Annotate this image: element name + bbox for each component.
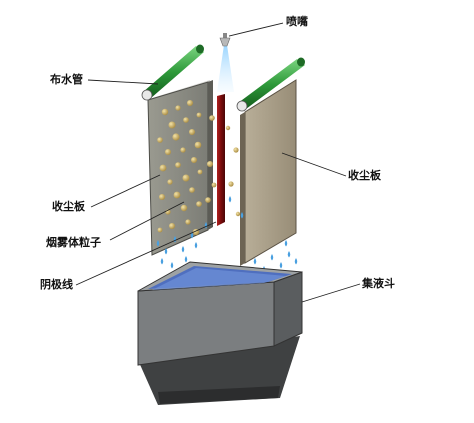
smoke-particle [194, 141, 202, 149]
smoke-particle [211, 182, 217, 188]
smoke-particle [228, 181, 234, 187]
smoke-particle [189, 129, 195, 135]
smoke-particle [187, 100, 193, 106]
label-water-pipe: 布水管 [50, 73, 83, 86]
water-droplet [284, 240, 288, 247]
label-collection-hopper: 集液斗 [362, 277, 395, 290]
smoke-particle [225, 125, 231, 131]
water-droplet [194, 242, 198, 249]
water-droplet [190, 232, 194, 239]
water-droplet [164, 248, 168, 255]
water-droplet [270, 254, 274, 261]
smoke-particle [157, 137, 163, 143]
smoke-particle [168, 121, 176, 129]
smoke-particle [185, 219, 191, 225]
water-droplet [170, 262, 174, 269]
smoke-particle [161, 108, 169, 116]
smoke-particle [180, 147, 186, 153]
smoke-particle [157, 227, 163, 233]
nozzle-icon [219, 33, 231, 47]
spray-cone [217, 45, 234, 92]
smoke-particle [233, 147, 239, 153]
smoke-particle [196, 112, 202, 118]
smoke-particle [173, 191, 181, 199]
smoke-particle [165, 149, 171, 155]
smoke-particle [169, 223, 175, 229]
water-droplet [240, 212, 244, 219]
smoke-particle [159, 194, 165, 200]
water-droplet [156, 240, 160, 247]
water-droplet [228, 196, 232, 203]
smoke-particle [207, 161, 213, 167]
smoke-particle [196, 201, 202, 207]
water-droplet [184, 256, 188, 263]
smoke-particle [175, 105, 181, 111]
smoke-particle [180, 204, 188, 212]
label-nozzle: 喷嘴 [286, 15, 308, 28]
smoke-particles-on-plate [157, 100, 203, 236]
smoke-particle [183, 117, 189, 123]
water-droplet [279, 262, 283, 269]
collection-hopper [137, 261, 303, 405]
smoke-particle [182, 174, 190, 182]
water-droplet [287, 251, 291, 258]
smoke-particle [191, 157, 197, 163]
smoke-particle [205, 197, 211, 203]
water-droplet [294, 258, 298, 265]
smoke-particles-floating [205, 115, 241, 217]
label-smoke-particles: 烟雾体粒子 [46, 236, 101, 249]
left-plate-side [208, 80, 213, 230]
water-droplet [253, 258, 257, 265]
right-collecting-plate [244, 79, 297, 264]
smoke-particle [197, 169, 203, 175]
right-plate-side [240, 112, 245, 266]
cathode-wire [217, 94, 225, 226]
left-water-pipe [141, 44, 204, 101]
water-droplet [160, 258, 164, 265]
label-collecting-plate-left: 收尘板 [52, 200, 85, 213]
smoke-particle [172, 133, 180, 141]
water-droplet [181, 246, 185, 253]
smoke-particle [235, 211, 241, 217]
smoke-particle [159, 164, 167, 172]
label-collecting-plate-right: 收尘板 [348, 169, 381, 182]
leader-lines [75, 22, 361, 303]
smoke-particle [167, 179, 173, 185]
smoke-particle [175, 162, 181, 168]
right-water-pipe [236, 57, 305, 112]
smoke-particle [189, 187, 195, 193]
label-cathode-wire: 阴极线 [40, 278, 73, 291]
smoke-particle [209, 115, 215, 121]
